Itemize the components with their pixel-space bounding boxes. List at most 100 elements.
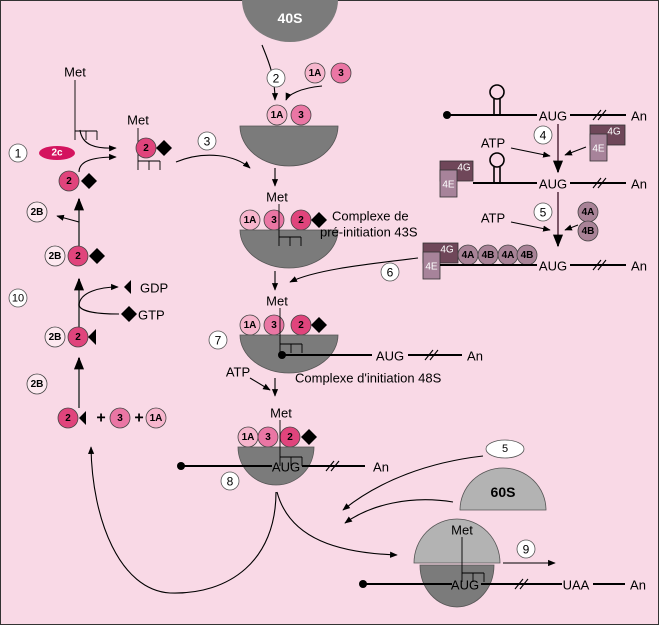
label-met: Met — [64, 65, 86, 80]
eif3: 3 — [263, 314, 285, 336]
label-poly-a: An — [631, 109, 647, 124]
label-uaa: UAA — [563, 578, 590, 593]
ribosome-40s-free — [242, 0, 338, 42]
eif2: 2 — [279, 426, 301, 448]
break-slash — [429, 349, 439, 361]
gtp-diamond-icon — [301, 429, 317, 445]
factor-label: 3 — [338, 68, 344, 79]
step-circle-5 — [533, 202, 553, 222]
trna-met-aug — [279, 420, 303, 466]
label-met: Met — [451, 523, 473, 538]
factor-label: 4B — [482, 250, 495, 261]
factor-label: 1A — [309, 68, 322, 79]
label-poly-a: An — [631, 259, 647, 274]
break-slash — [519, 578, 529, 590]
plus-sign: + — [96, 410, 105, 427]
factor-circle — [266, 104, 288, 126]
eif2: 2 — [290, 209, 312, 231]
factor-label: 1A — [242, 432, 255, 443]
factor-label: 4B — [521, 250, 534, 261]
arrow-step3 — [175, 154, 251, 169]
eif2-ternary: 2 — [135, 137, 157, 159]
factor-circle — [26, 373, 48, 395]
arrow-atp-4 — [510, 147, 551, 158]
label-complexe-48s: Complexe d'initiation 48S — [295, 371, 442, 386]
step-label-1: 1 — [15, 147, 22, 161]
factor-circle — [577, 220, 599, 242]
eif4e-box — [589, 133, 608, 162]
arrow-step2-40s — [261, 44, 279, 101]
mrna-cap-dot — [278, 351, 286, 359]
arrow-4f-bind — [564, 146, 587, 156]
eif4e-label: 4E — [442, 180, 455, 191]
trna-met-free — [74, 80, 98, 140]
arrow-60s — [344, 499, 454, 524]
arrow-to-80s — [276, 491, 398, 558]
eif4g-label: 4G — [607, 127, 621, 138]
break-slash — [597, 109, 607, 121]
factor-label: 1A — [150, 413, 163, 424]
break-mark — [514, 578, 529, 590]
trna-met-48s — [279, 308, 303, 353]
ribosome-60s-free — [459, 467, 547, 511]
trna-met-80s — [461, 537, 485, 582]
eif2b: 2B — [44, 326, 66, 348]
label-40s: 40S — [278, 10, 303, 26]
ribosome-80s-60s — [413, 518, 501, 564]
factor-label: 4A — [582, 207, 595, 218]
eif4a-free: 4A — [577, 201, 599, 223]
mrna-cap-dot — [359, 580, 367, 588]
label-met: Met — [270, 406, 292, 421]
hairpin-loop — [489, 84, 505, 100]
label-poly-a: An — [630, 578, 646, 593]
factor-circle — [67, 245, 89, 267]
plus-sign: + — [134, 410, 143, 427]
trna-anticodon-arm — [138, 160, 161, 170]
step-circle-8 — [220, 471, 240, 491]
label-aug: AUG — [451, 578, 479, 593]
gdp-triangle-icon — [88, 329, 96, 345]
arrow-release-2b — [56, 214, 80, 223]
arrow-gdp-out — [78, 283, 119, 306]
hairpin-loop — [489, 152, 505, 168]
break-slash — [325, 460, 335, 472]
break-slash — [424, 349, 434, 361]
step-label-8: 8 — [227, 475, 234, 489]
label-poly-a: An — [467, 349, 483, 364]
label-complexe-43s-line1: Complexe de — [332, 209, 409, 224]
factor-label: 2B — [49, 332, 62, 343]
step-circle-7 — [208, 330, 228, 350]
gtp-diamond-icon — [156, 140, 172, 156]
factor-label: 2 — [298, 320, 304, 331]
factor-circle — [44, 245, 66, 267]
eif4e-box — [439, 169, 458, 198]
factor-label: 4B — [582, 226, 595, 237]
label-poly-a: An — [631, 177, 647, 192]
arrow-eif5 — [342, 455, 484, 511]
eif1a: 1A — [266, 104, 288, 126]
label-gdp: GDP — [140, 281, 168, 296]
factor-label: 3 — [265, 432, 271, 443]
factor-circle — [57, 407, 79, 429]
arrow-atp-7 — [249, 377, 271, 391]
gtp-diamond-icon — [121, 306, 137, 322]
eif2: 2 — [67, 326, 89, 348]
factor-circle — [290, 104, 312, 126]
break-mark — [325, 460, 340, 472]
label-atp-4: ATP — [481, 136, 505, 151]
arrow-recycle-eif2-gdp — [88, 446, 277, 594]
eif1a: 1A — [239, 314, 261, 336]
hairpin-stem — [493, 167, 501, 183]
arrow-trna-to-ternary — [79, 129, 117, 152]
step-circle-9 — [516, 539, 536, 559]
trna-met-43s — [278, 204, 302, 246]
label-met: Met — [127, 113, 149, 128]
eif2-gtp: 2 — [58, 170, 80, 192]
factor-label: 4A — [502, 250, 515, 261]
factor-label: 2 — [143, 143, 149, 154]
